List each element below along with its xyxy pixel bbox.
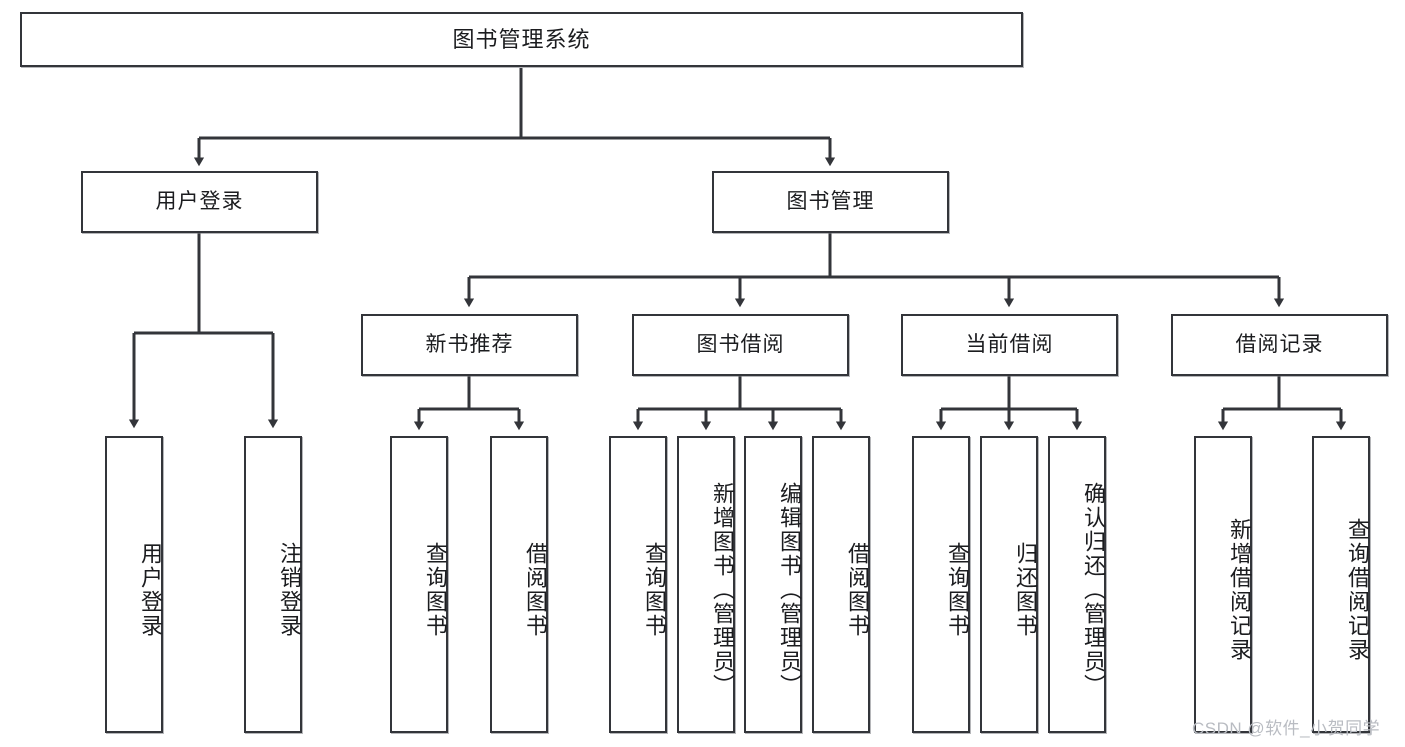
leaf-add-record[interactable]: 新增借阅记录 bbox=[1194, 436, 1252, 733]
node-label: 新增图书（管理员） bbox=[710, 481, 735, 698]
leaf-add-book[interactable]: 新增图书（管理员） bbox=[677, 436, 735, 733]
node-label: 确认归还（管理员） bbox=[1081, 481, 1106, 698]
node-book-borrow[interactable]: 图书借阅 bbox=[632, 314, 849, 376]
node-label: 查询图书 bbox=[945, 541, 970, 638]
node-label: 借阅记录 bbox=[1235, 332, 1324, 356]
node-book-manage[interactable]: 图书管理 bbox=[712, 171, 949, 233]
node-label: 图书借阅 bbox=[696, 332, 785, 356]
node-root-system[interactable]: 图书管理系统 bbox=[20, 12, 1023, 67]
node-label: 借阅图书 bbox=[845, 541, 870, 638]
node-label: 图书管理系统 bbox=[452, 26, 591, 52]
node-label: 查询图书 bbox=[642, 541, 667, 638]
node-label: 新增借阅记录 bbox=[1227, 517, 1252, 662]
watermark-credit: CSDN @软件_小贺同学 bbox=[1192, 719, 1381, 738]
node-label: 用户登录 bbox=[138, 541, 163, 638]
leaf-logout-login[interactable]: 注销登录 bbox=[244, 436, 302, 733]
leaf-borrow-book-1[interactable]: 借阅图书 bbox=[490, 436, 548, 733]
node-label: 注销登录 bbox=[277, 541, 302, 638]
node-label: 用户登录 bbox=[155, 189, 244, 213]
node-current-borrow[interactable]: 当前借阅 bbox=[901, 314, 1118, 376]
node-label: 借阅图书 bbox=[523, 541, 548, 638]
leaf-edit-book[interactable]: 编辑图书（管理员） bbox=[744, 436, 802, 733]
node-label: 查询借阅记录 bbox=[1345, 517, 1370, 662]
leaf-return-book[interactable]: 归还图书 bbox=[980, 436, 1038, 733]
leaf-query-record[interactable]: 查询借阅记录 bbox=[1312, 436, 1370, 733]
node-label: 新书推荐 bbox=[425, 332, 514, 356]
leaf-user-login[interactable]: 用户登录 bbox=[105, 436, 163, 733]
leaf-borrow-book-2[interactable]: 借阅图书 bbox=[812, 436, 870, 733]
node-new-book-rec[interactable]: 新书推荐 bbox=[361, 314, 578, 376]
leaf-query-book-2[interactable]: 查询图书 bbox=[609, 436, 667, 733]
node-label: 当前借阅 bbox=[965, 332, 1054, 356]
leaf-query-book-1[interactable]: 查询图书 bbox=[390, 436, 448, 733]
node-label: 查询图书 bbox=[423, 541, 448, 638]
node-label: 编辑图书（管理员） bbox=[777, 481, 802, 698]
leaf-confirm-return[interactable]: 确认归还（管理员） bbox=[1048, 436, 1106, 733]
node-borrow-record[interactable]: 借阅记录 bbox=[1171, 314, 1388, 376]
node-label: 图书管理 bbox=[786, 189, 875, 213]
node-user-login[interactable]: 用户登录 bbox=[81, 171, 318, 233]
node-label: 归还图书 bbox=[1013, 541, 1038, 638]
leaf-query-book-3[interactable]: 查询图书 bbox=[912, 436, 970, 733]
